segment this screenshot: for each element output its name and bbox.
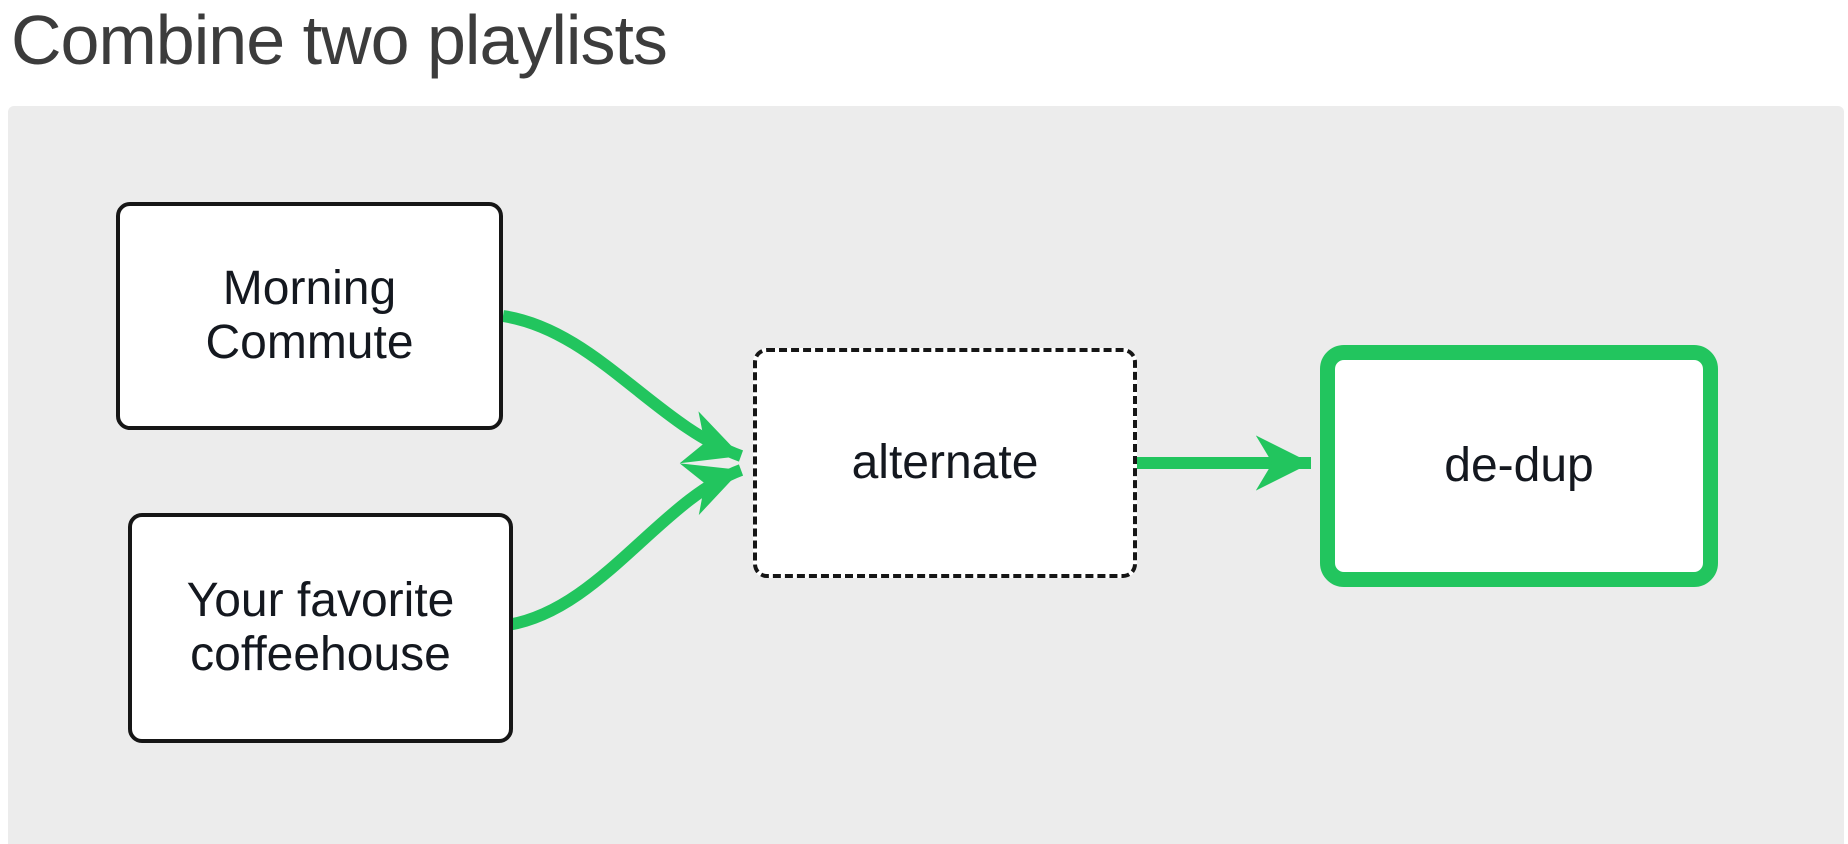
diagram-edges (502, 310, 1311, 631)
node-de-dup: de-dup (1320, 345, 1718, 587)
diagram-panel: Morning Commute Your favorite coffeehous… (8, 106, 1844, 844)
edge-playlist-a-to-alternate (502, 310, 744, 464)
page-title: Combine two playlists (11, 1, 668, 79)
node-morning-commute: Morning Commute (116, 202, 503, 430)
node-alternate: alternate (753, 348, 1137, 578)
node-your-favorite-coffeehouse: Your favorite coffeehouse (128, 513, 513, 743)
edge-playlist-b-to-alternate (506, 463, 744, 631)
